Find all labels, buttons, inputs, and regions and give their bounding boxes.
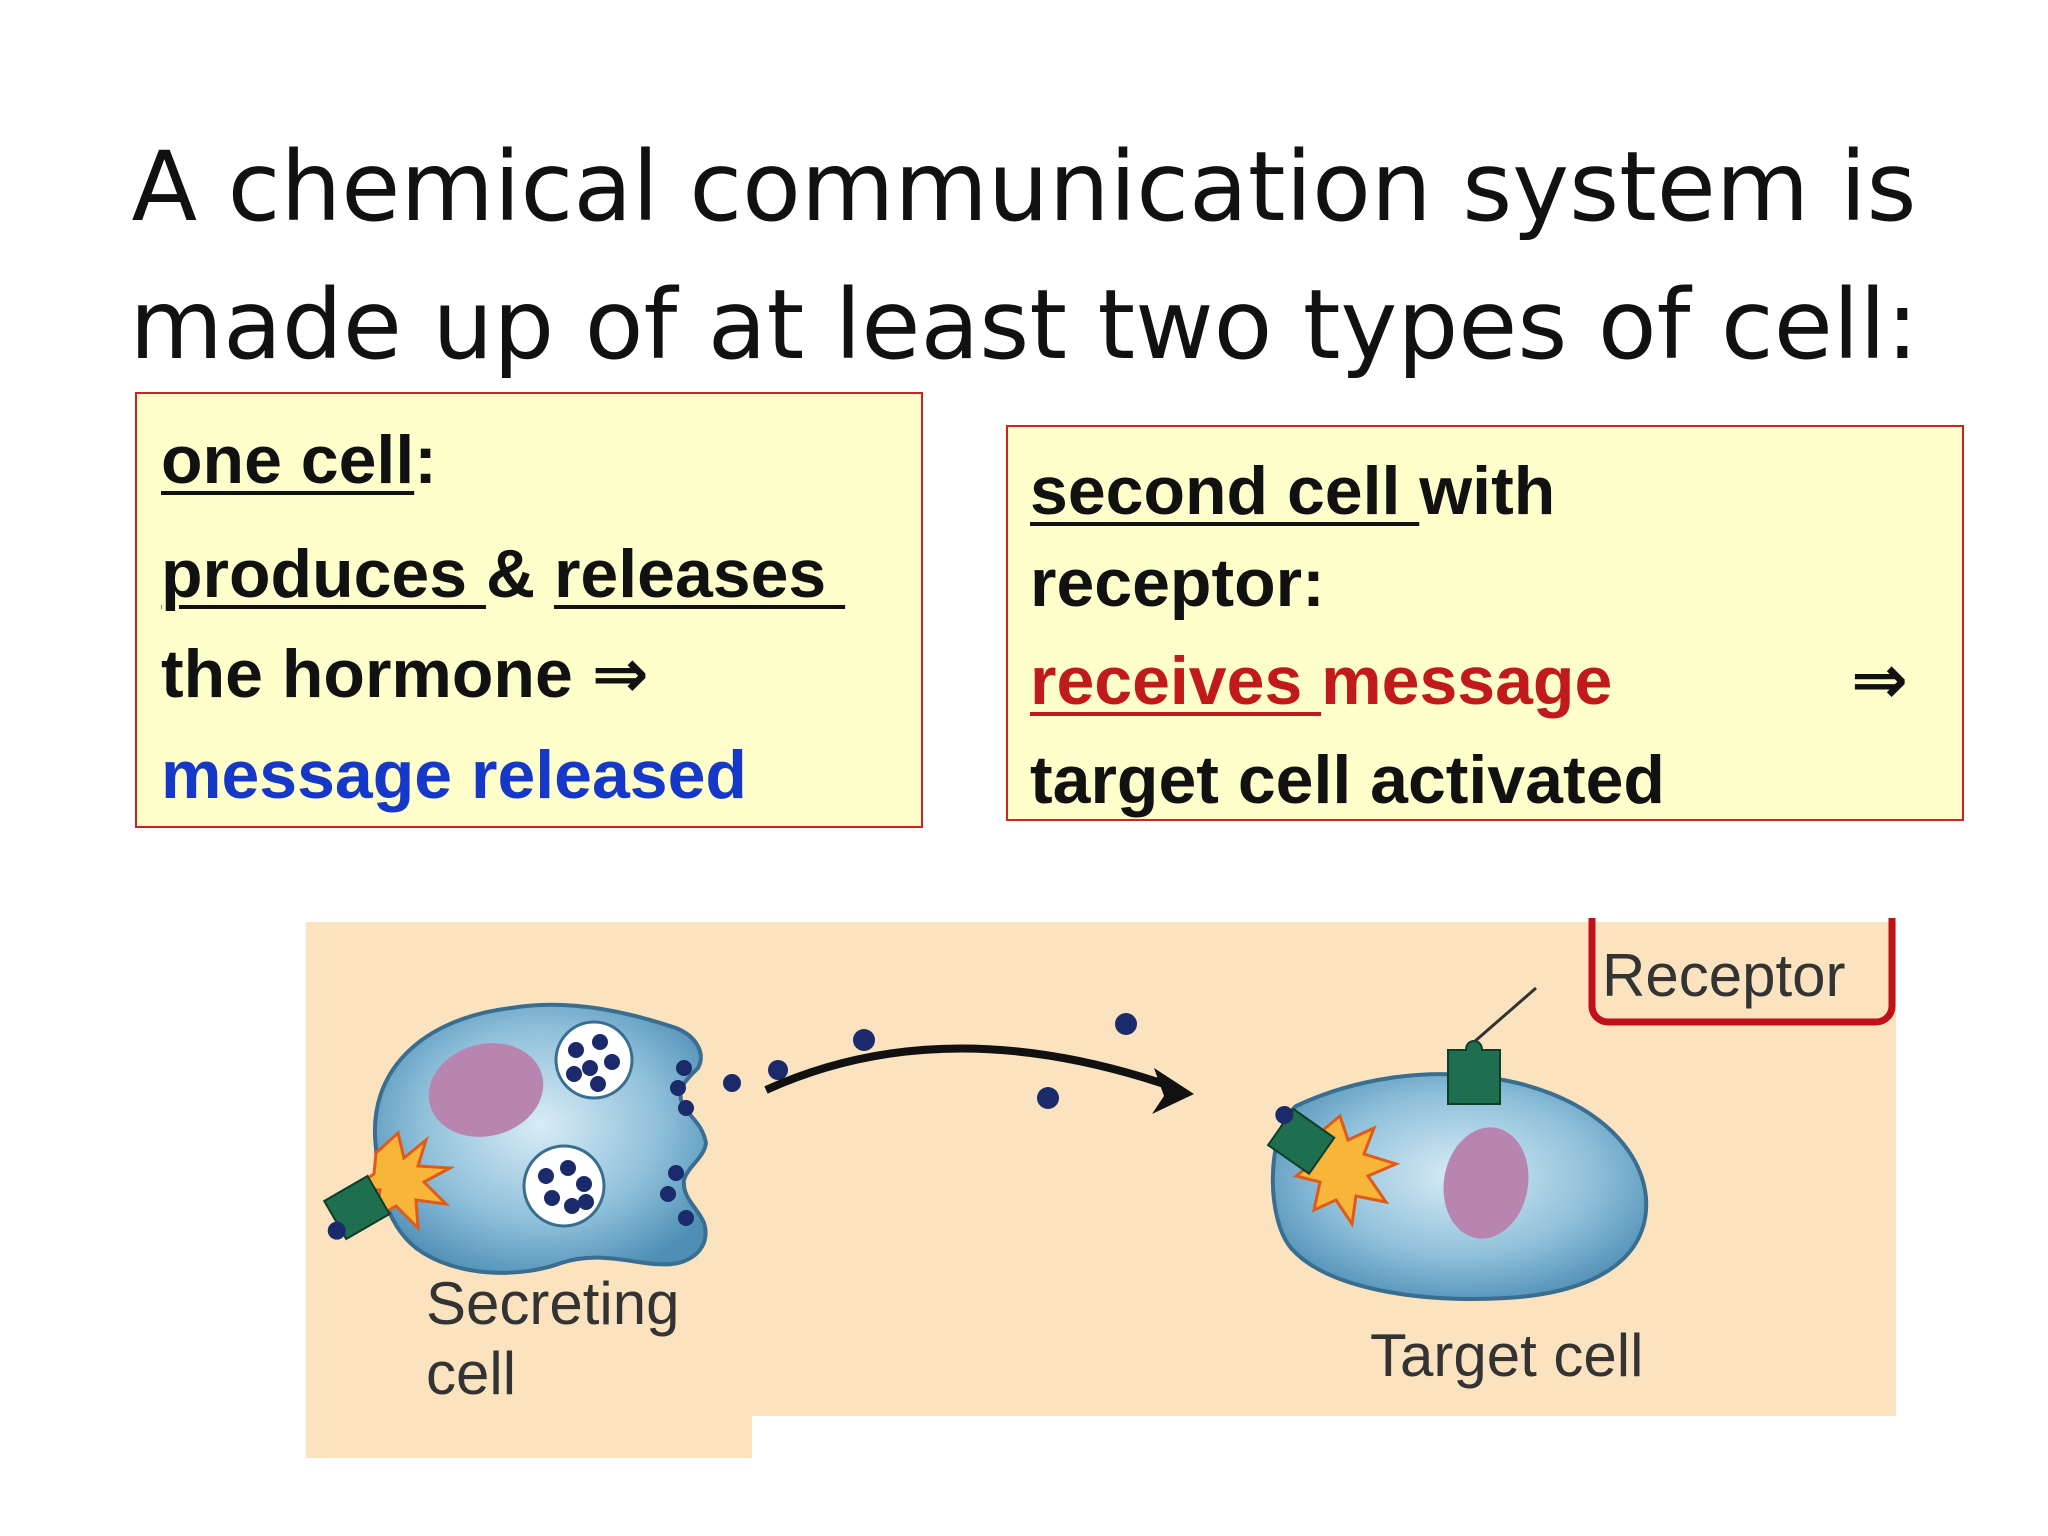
incoming-signal-receptor (322, 1174, 391, 1241)
message-text: message (1321, 643, 1613, 719)
title-line-2: made up of at least two types of cell: (129, 269, 1919, 381)
nucleus (428, 1043, 544, 1137)
target-activated-text: target cell activated (1030, 742, 1665, 818)
produces-releases-line: produces & releases (161, 524, 921, 624)
message-released-text: message released (161, 737, 747, 813)
receives-text: receives (1030, 643, 1322, 719)
second-cell-box: second cell with receptor: receives mess… (1006, 425, 1964, 821)
heading-colon: : (414, 422, 437, 498)
receptor-highlight-box (1588, 918, 1896, 1026)
implies-arrow-icon: ⇒ (591, 635, 649, 714)
target-cell (1266, 986, 1649, 1301)
nucleus (1443, 1127, 1529, 1239)
the-hormone-text: the hormone (161, 636, 592, 712)
incoming-signal-receptor (1266, 1105, 1336, 1176)
secreting-cell-body (372, 1002, 709, 1275)
receptor-label: Receptor (1602, 942, 1845, 1009)
hormone-signaling-diagram: Secreting cell Target cell Receptor (306, 918, 1896, 1458)
vesicle (522, 1144, 606, 1228)
implies-arrow-icon: ⇒ (1851, 641, 1908, 720)
transport-arrow-icon (764, 1044, 1194, 1114)
releases-text: releases (553, 536, 846, 612)
secreting-cell-label-2: cell (426, 1340, 516, 1407)
one-cell-label: one cell (161, 422, 415, 498)
hormone-line: the hormone ⇒ (161, 624, 921, 725)
second-cell-line: second cell with (1030, 445, 1962, 537)
one-cell-heading: one cell: (161, 420, 921, 500)
produces-text: produces (161, 536, 486, 612)
receives-message-line: receives message ⇒ (1030, 629, 1930, 733)
vesicle (554, 1020, 634, 1100)
receptor-line: receptor: (1030, 545, 1325, 621)
receptor-leader-line (1473, 986, 1537, 1044)
target-cell-label: Target cell (1370, 1322, 1643, 1389)
with-text: with (1419, 453, 1556, 529)
receptor-icon (1447, 1040, 1501, 1105)
ampersand-text: & (485, 536, 554, 612)
one-cell-box: one cell: produces & releases the hormon… (135, 392, 923, 828)
slide-title: A chemical communication system is made … (0, 118, 2048, 394)
secreting-cell (322, 1002, 741, 1275)
secreting-cell-label: Secreting (426, 1270, 679, 1337)
title-line-1: A chemical communication system is (131, 131, 1917, 243)
second-cell-label: second cell (1030, 453, 1420, 529)
hormone-molecules (768, 1013, 1137, 1109)
